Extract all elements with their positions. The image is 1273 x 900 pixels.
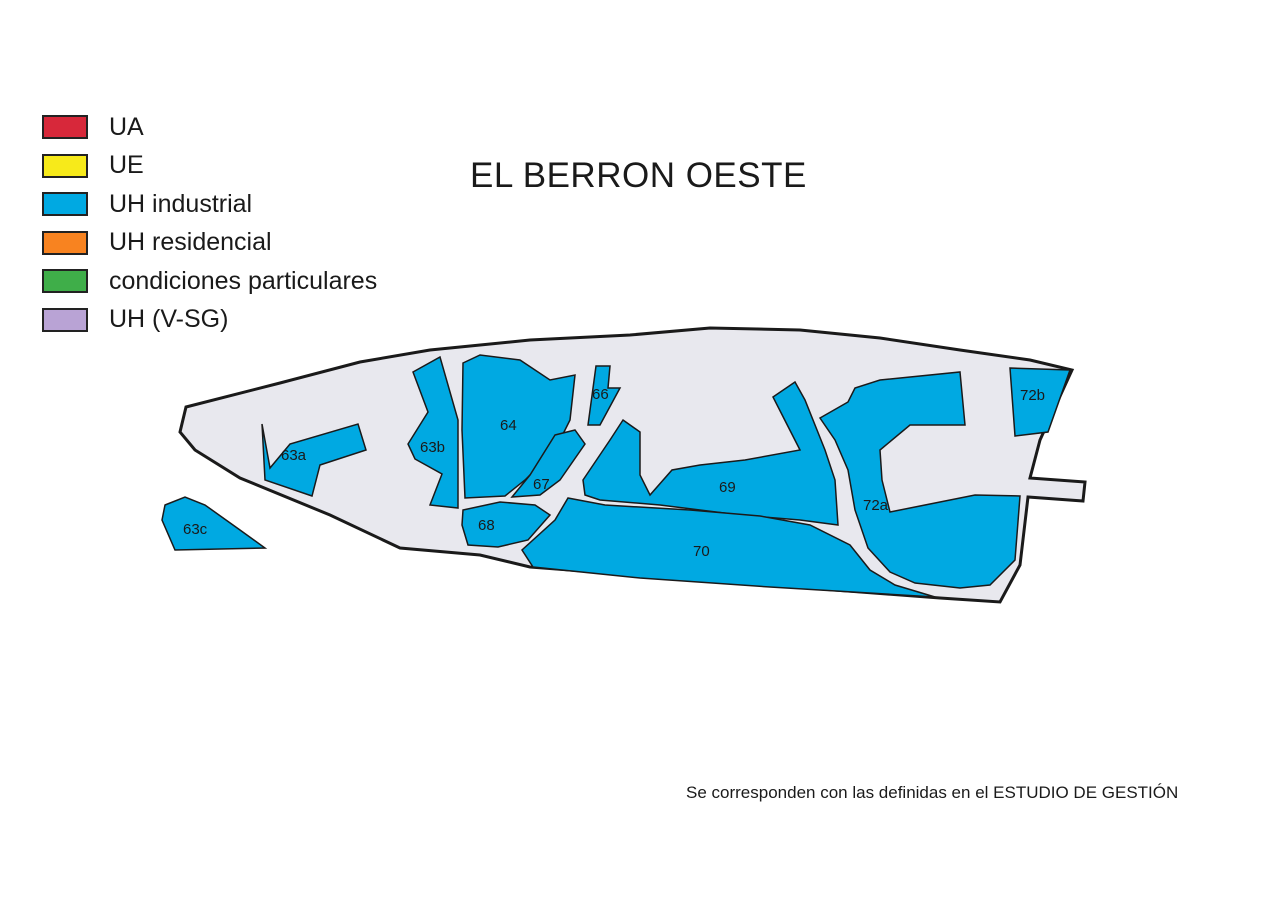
- legend-item-uh-residencial: UH residencial: [42, 224, 377, 263]
- legend-swatch-ua: [42, 115, 88, 140]
- plot-label-64: 64: [500, 417, 517, 434]
- plot-label-63a: 63a: [281, 447, 307, 464]
- legend-swatch-uh-industrial: [42, 192, 88, 217]
- plot-63c-area[interactable]: [161, 496, 268, 551]
- plot-66-area[interactable]: [587, 365, 622, 426]
- plot-label-63c: 63c: [183, 521, 208, 538]
- legend-label-uh-residencial: UH residencial: [109, 228, 272, 257]
- legend-label-condiciones-particulares: condiciones particulares: [109, 266, 378, 295]
- legend-label-ua: UA: [109, 112, 144, 141]
- legend-item-ua: UA: [42, 108, 377, 147]
- map-legend: UA UE UH industrial UH residencial condi…: [42, 108, 377, 339]
- plot-63a-area[interactable]: [261, 423, 367, 497]
- legend-item-condiciones-particulares: condiciones particulares: [42, 262, 377, 301]
- legend-swatch-uh-v-sg: [42, 307, 88, 332]
- plot-label-70: 70: [693, 543, 710, 560]
- legend-item-ue: UE: [42, 147, 377, 186]
- legend-label-uh-v-sg: UH (V-SG): [109, 305, 229, 334]
- footnote: Se corresponden con las definidas en el …: [686, 783, 1179, 802]
- plot-label-72a: 72a: [863, 497, 889, 514]
- plot-72b-area[interactable]: [1009, 367, 1072, 437]
- plot-69-area[interactable]: [582, 380, 839, 526]
- legend-label-ue: UE: [109, 151, 144, 180]
- legend-item-uh-v-sg: UH (V-SG): [42, 301, 377, 340]
- plot-label-67: 67: [533, 476, 550, 493]
- plot-label-69: 69: [719, 479, 736, 496]
- legend-item-uh-industrial: UH industrial: [42, 185, 377, 224]
- plot-label-66: 66: [592, 386, 609, 403]
- legend-swatch-uh-residencial: [42, 230, 88, 255]
- legend-swatch-ue: [42, 153, 88, 178]
- plot-label-68: 68: [478, 517, 495, 534]
- legend-label-uh-industrial: UH industrial: [109, 189, 253, 218]
- plot-70-area[interactable]: [521, 497, 936, 598]
- map-title: EL BERRON OESTE: [470, 156, 807, 195]
- plot-72a-area[interactable]: [818, 371, 1021, 589]
- plot-label-72b: 72b: [1020, 387, 1045, 404]
- legend-swatch-condiciones-particulares: [42, 269, 88, 294]
- plot-63b-area[interactable]: [407, 355, 459, 509]
- plot-67-area[interactable]: [510, 429, 586, 498]
- plot-label-63b: 63b: [420, 439, 445, 456]
- plot-68-area[interactable]: [461, 501, 552, 548]
